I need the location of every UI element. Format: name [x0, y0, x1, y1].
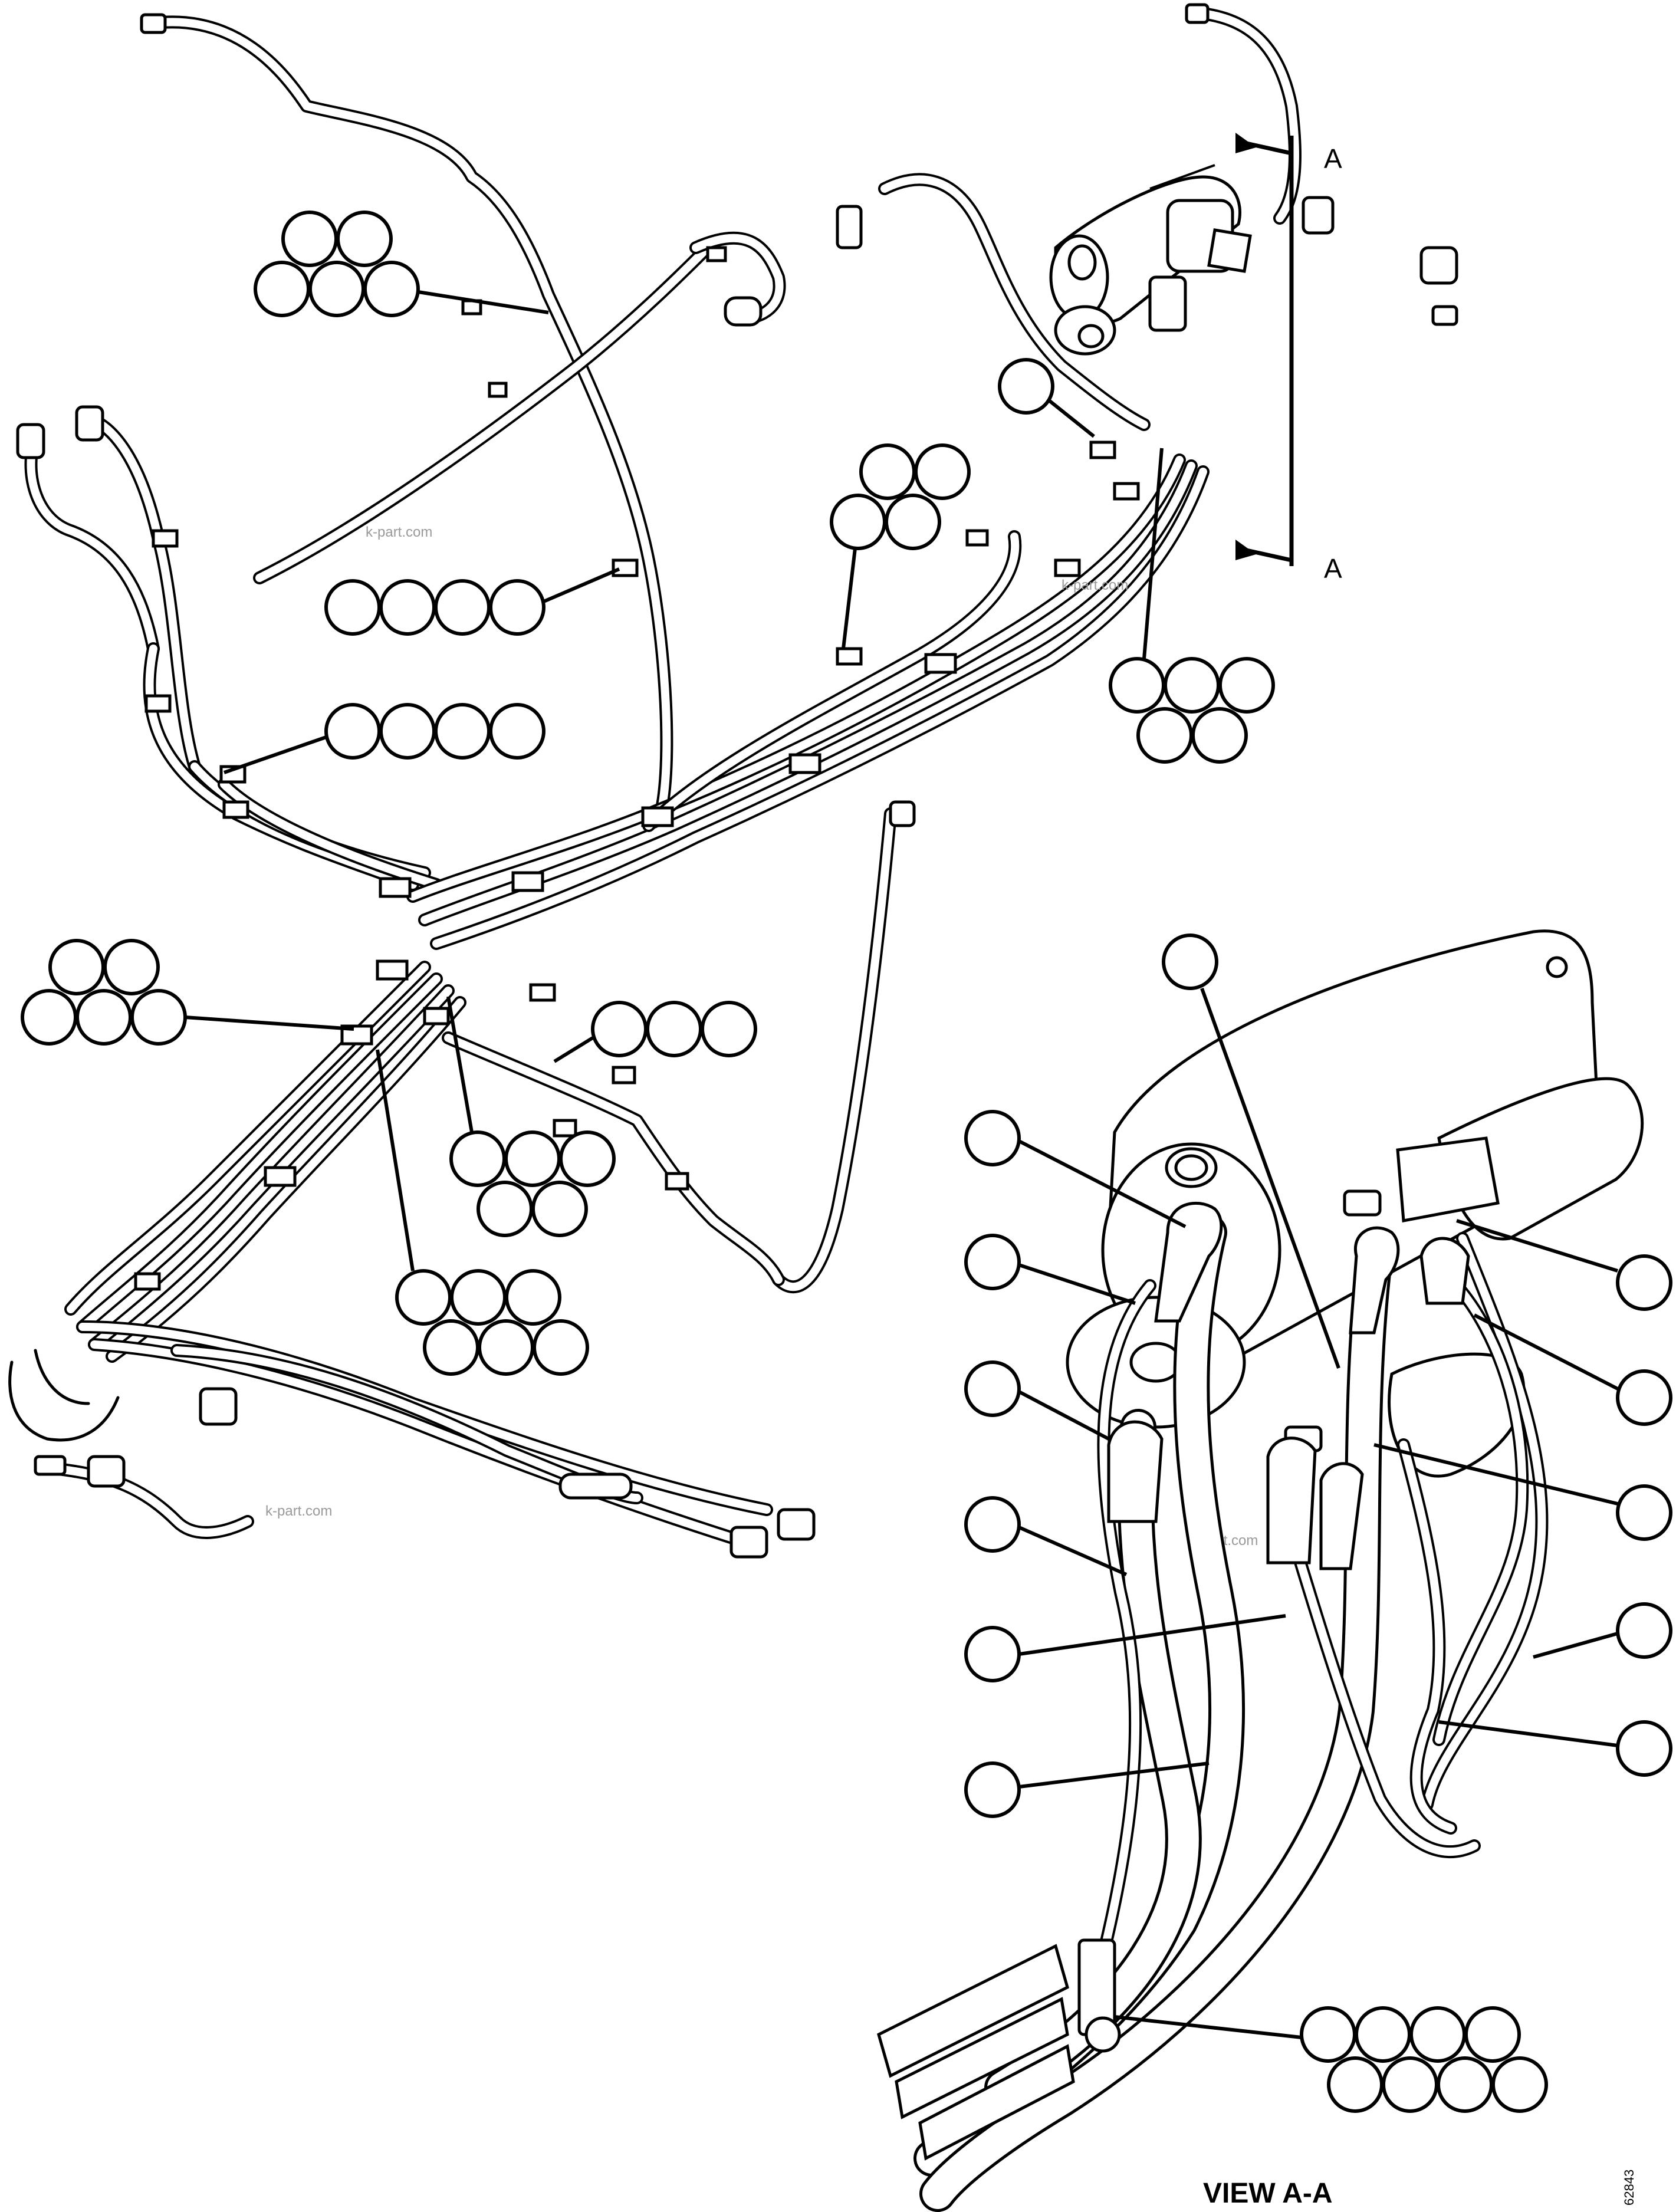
- callout-group-5b: [830, 443, 971, 649]
- callout-group-5c: [1109, 448, 1275, 764]
- callout-view-right-1: [1456, 1219, 1672, 1311]
- callout-group-4b: [224, 703, 545, 774]
- view-label: VIEW A-A: [1203, 2178, 1333, 2209]
- callout-group-7a: [376, 1049, 589, 1376]
- callout-view-right-4: [1533, 1602, 1672, 1659]
- callout-view-left-2: [964, 1234, 1136, 1305]
- watermark: k-part.com: [1062, 577, 1128, 593]
- callout-view-right-3: [1373, 1443, 1672, 1541]
- reference-number: 62843: [1622, 2170, 1636, 2206]
- callout-group-5a: [254, 211, 549, 317]
- main-harness: [8, 3, 1458, 1559]
- section-label-a-bottom: A: [1324, 553, 1342, 584]
- connector: [140, 13, 167, 34]
- view-a-a-detail: [877, 929, 1644, 2212]
- callout-group-4a: [324, 567, 620, 636]
- callout-view-left-5: [964, 1614, 1286, 1682]
- watermark: k-part.com: [265, 1503, 332, 1519]
- callout-view-top: [1162, 934, 1340, 1369]
- callout-view-left-6: [964, 1761, 1210, 1818]
- callout-view-left-3: [964, 1360, 1110, 1441]
- callout-view-left-4: [964, 1496, 1128, 1576]
- callout-group-3a: [553, 1001, 757, 1063]
- callout-group-5e: [446, 996, 616, 1237]
- callout-group-8-view: [1114, 2006, 1548, 2113]
- callout-view-right-2: [1473, 1313, 1672, 1426]
- callout-view-right-5: [1438, 1720, 1672, 1777]
- callout-group-5d: [21, 939, 354, 1046]
- section-label-a-top: A: [1324, 143, 1342, 174]
- section-marker-a: [1235, 133, 1294, 566]
- callout-view-left-1: [964, 1110, 1187, 1228]
- starter-motor: [1049, 164, 1252, 356]
- watermark: k-part.com: [366, 524, 432, 540]
- callout-group-1a: [998, 358, 1095, 438]
